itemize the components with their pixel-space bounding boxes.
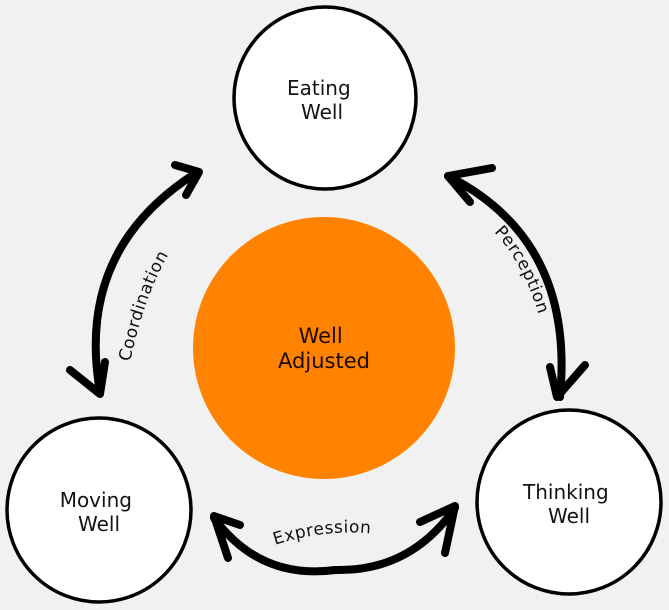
perception-arrow	[444, 164, 589, 401]
node-thinking-line-2: Well	[548, 504, 590, 528]
node-eating-line-2: Well	[301, 100, 343, 124]
coordination-arrow-head-bottom	[66, 358, 109, 398]
expression-arrow-head-left	[210, 512, 244, 562]
coordination-arrow-shaft	[91, 169, 200, 396]
expression-label-text: Expression	[271, 517, 372, 549]
coordination-label-text: Coordination	[115, 247, 172, 363]
center-label-line-1: Well	[299, 324, 343, 348]
coordination-arrow-head-top	[171, 161, 203, 199]
expression-arrow-shaft	[210, 504, 459, 576]
center-label: Well Adjusted	[278, 324, 370, 373]
perception-arrow-shaft	[444, 172, 566, 401]
node-eating-well: Eating Well	[232, 5, 418, 191]
coordination-arrow	[66, 161, 203, 398]
node-eating-circle	[232, 5, 418, 191]
perception-arrow-head-top	[444, 164, 496, 206]
node-thinking-line-1: Thinking	[522, 480, 609, 504]
node-moving-line-1: Moving	[60, 488, 132, 512]
node-moving-circle	[5, 416, 193, 604]
perception-arrow-head-bottom	[546, 361, 589, 401]
expression-arrow-head-right	[416, 502, 459, 557]
node-thinking-label: Thinking Well	[522, 480, 615, 528]
center-label-line-2: Adjusted	[278, 349, 370, 373]
node-eating-line-1: Eating	[287, 76, 351, 100]
expression-label: Expression	[271, 517, 372, 549]
node-moving-label: Moving Well	[60, 488, 139, 536]
center-circle	[193, 217, 455, 479]
node-thinking-circle	[475, 408, 663, 596]
node-thinking-well: Thinking Well	[475, 408, 663, 596]
node-moving-well: Moving Well	[5, 416, 193, 604]
node-eating-label: Eating Well	[287, 76, 357, 124]
node-moving-line-2: Well	[78, 512, 120, 536]
expression-arrow	[210, 502, 459, 576]
coordination-label: Coordination	[115, 247, 173, 363]
